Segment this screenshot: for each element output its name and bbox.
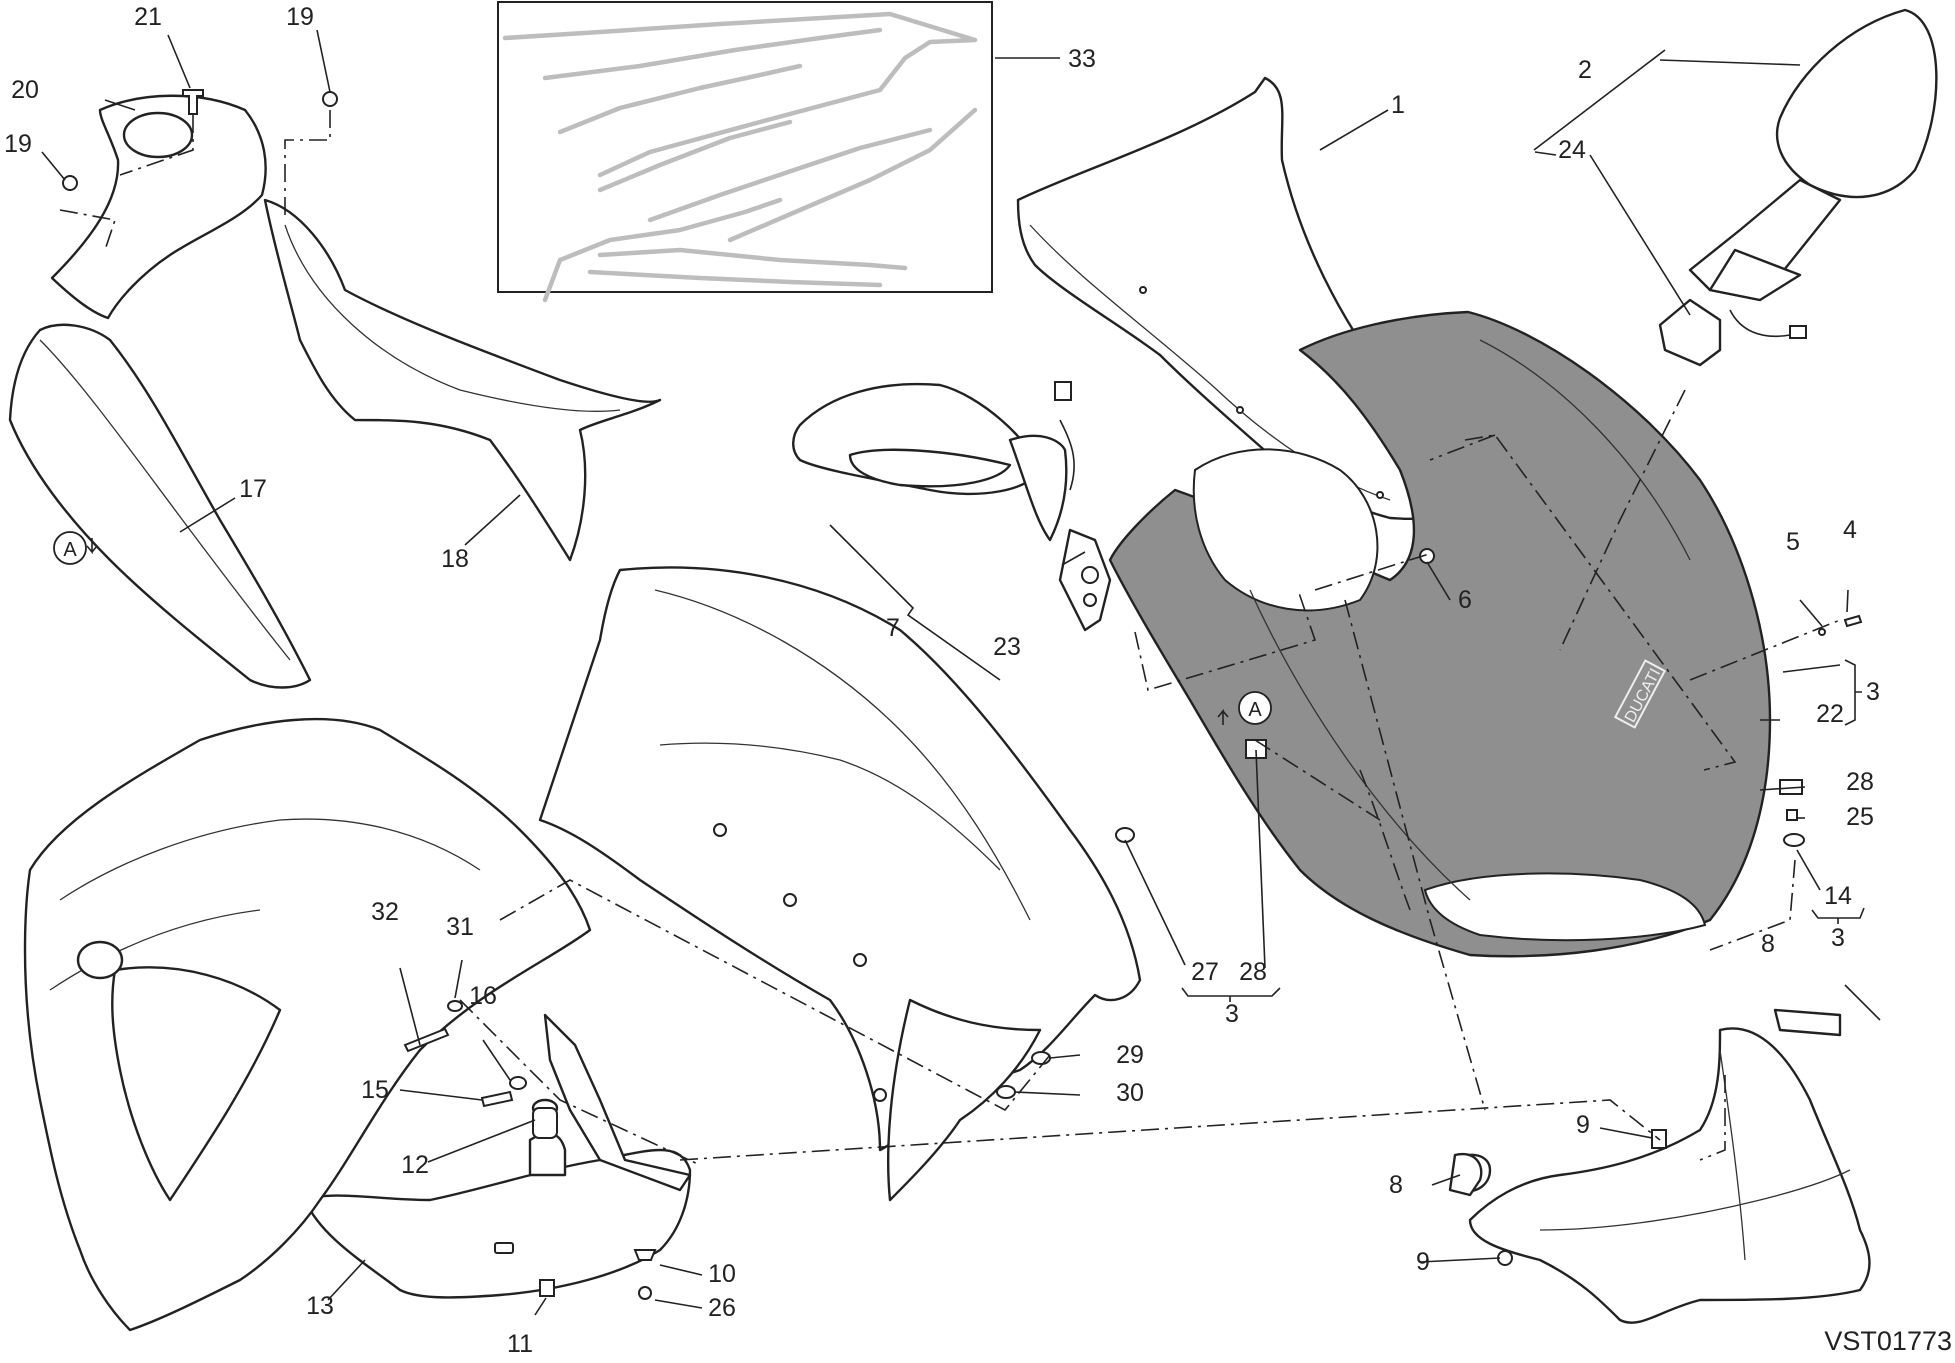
callout-23: 23	[993, 633, 1021, 661]
callout-8-lower: 8	[1389, 1171, 1403, 1199]
callouts: 1 2 24 33 4 5 3 22 28 25 14 3 6 8 9 8 9 …	[4, 3, 1880, 1358]
callout-22: 22	[1816, 700, 1844, 728]
callout-32: 32	[371, 898, 399, 926]
callout-10: 10	[708, 1260, 736, 1288]
callout-3-center: 3	[1225, 1000, 1239, 1028]
callout-19-left: 19	[4, 130, 32, 158]
callout-9-lower: 9	[1416, 1248, 1430, 1276]
view-marker-a-right: A	[1248, 699, 1262, 721]
callout-4: 4	[1843, 516, 1857, 544]
callout-16: 16	[469, 982, 497, 1010]
callout-19-top: 19	[286, 3, 314, 31]
callout-1: 1	[1391, 91, 1405, 119]
callout-30: 30	[1116, 1079, 1144, 1107]
callout-29: 29	[1116, 1041, 1144, 1069]
callout-6: 6	[1458, 586, 1472, 614]
lower-fairing-left	[23, 717, 592, 1332]
callout-13: 13	[306, 1292, 334, 1320]
callout-25: 25	[1846, 803, 1874, 831]
callout-26: 26	[708, 1294, 736, 1322]
mirror-right	[1658, 8, 1938, 367]
decal-sheet	[497, 1, 993, 303]
fairing-subframe	[1453, 1008, 1871, 1324]
leader-lines	[41, 29, 1881, 1316]
view-marker-a-left: A	[63, 539, 77, 561]
callout-8-right: 8	[1761, 930, 1775, 958]
callout-3-right: 3	[1866, 678, 1880, 706]
callout-11: 11	[507, 1330, 533, 1358]
side-fairing-panel	[538, 566, 1142, 1202]
assembly-lines	[59, 110, 1841, 1166]
callout-14: 14	[1824, 882, 1852, 910]
callout-2: 2	[1578, 56, 1592, 84]
windscreen	[1016, 76, 1442, 521]
callout-5: 5	[1786, 528, 1800, 556]
callout-28-right: 28	[1846, 768, 1874, 796]
callout-27: 27	[1191, 958, 1219, 986]
callout-3-lower-right: 3	[1831, 924, 1845, 952]
callout-15: 15	[361, 1076, 389, 1104]
callout-18: 18	[441, 545, 469, 573]
callout-21: 21	[134, 3, 162, 31]
fasteners: A A	[53, 89, 1863, 1300]
mirror-left	[792, 381, 1112, 632]
callout-12: 12	[401, 1151, 429, 1179]
callout-9-right: 9	[1576, 1111, 1590, 1139]
drawing-code: VST01773	[1824, 1326, 1952, 1356]
callout-20: 20	[11, 76, 39, 104]
callout-24: 24	[1558, 136, 1586, 164]
callout-7: 7	[886, 614, 900, 642]
callout-31: 31	[446, 913, 474, 941]
inner-fairing-left	[8, 94, 662, 689]
callout-33: 33	[1068, 45, 1096, 73]
callout-28-center: 28	[1239, 958, 1267, 986]
callout-17: 17	[239, 475, 267, 503]
front-fairing: DUCATI	[1108, 310, 1772, 958]
